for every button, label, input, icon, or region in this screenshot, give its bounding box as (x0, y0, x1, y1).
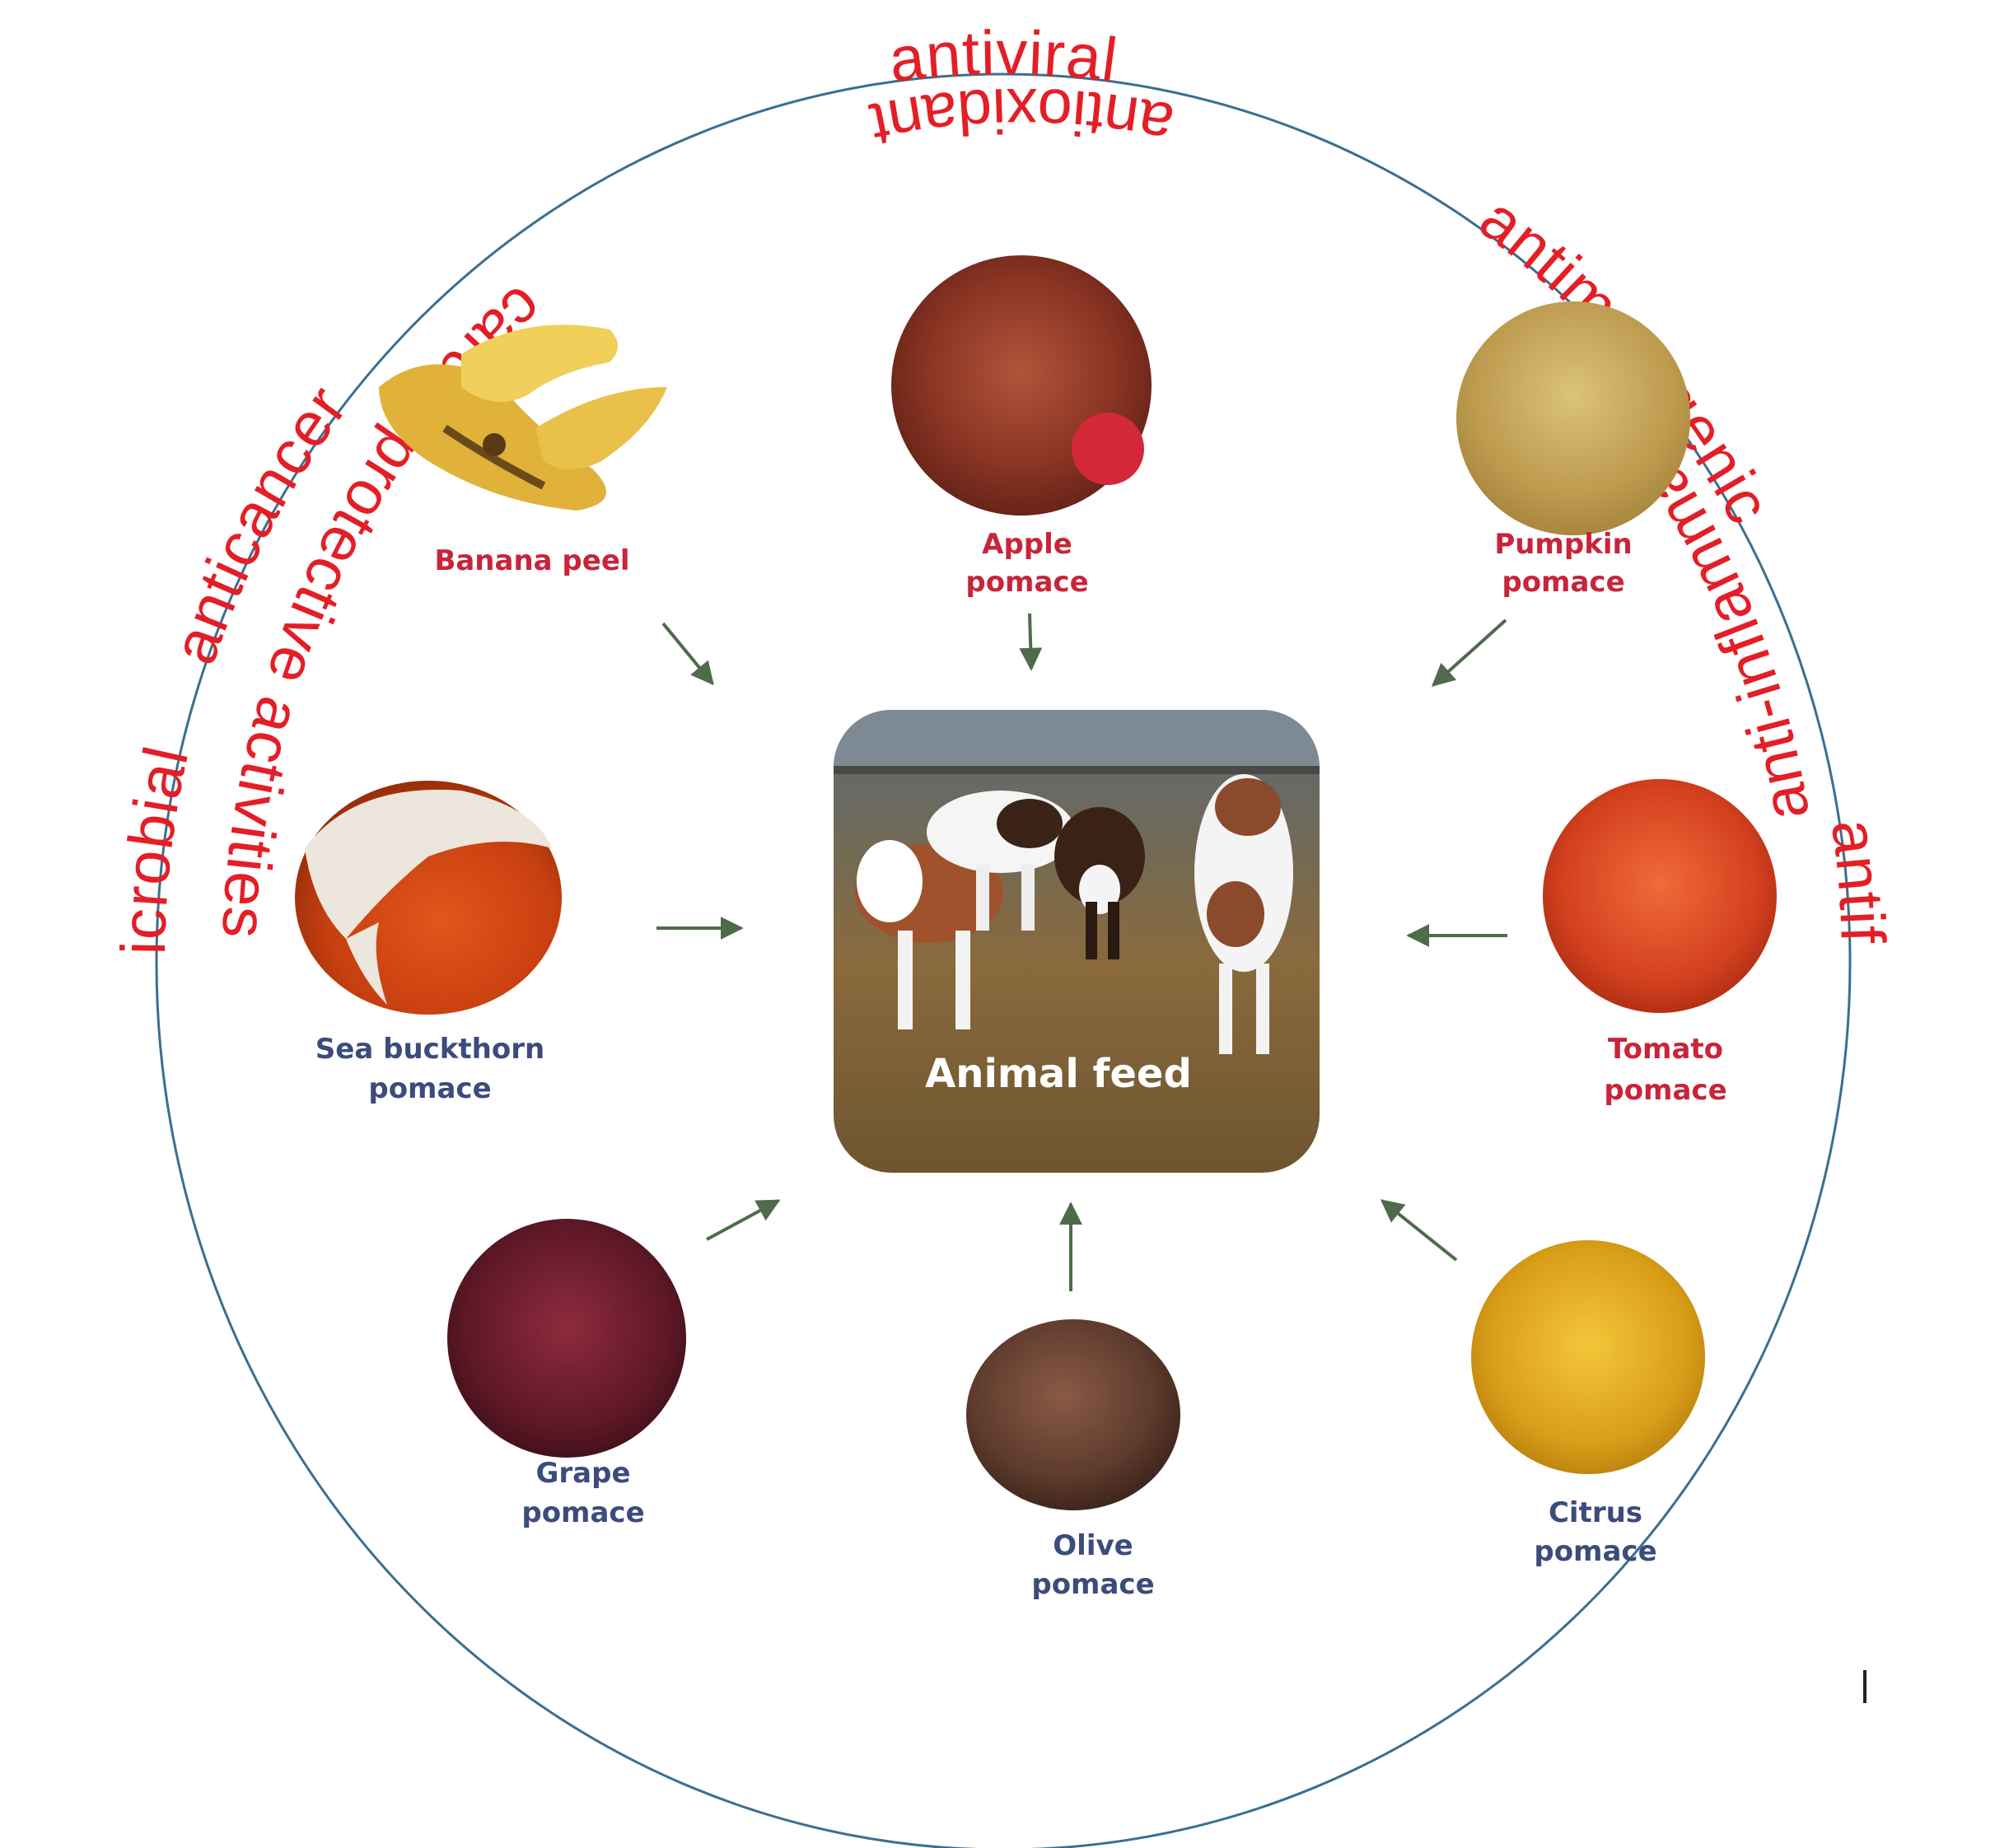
citrus-pomace-image (1471, 1240, 1705, 1474)
tomato-pomace-label-1: Tomato (1608, 1033, 1723, 1066)
arrow-banana (663, 623, 712, 684)
tomato-pomace-image (1543, 779, 1777, 1013)
olive-pomace-label-1: Olive (1053, 1529, 1133, 1562)
activity-antimicrobial: Antimicrobial (0, 0, 202, 955)
animal-feed-label: Animal feed (925, 1051, 1192, 1097)
animal-feed-photo: Animal feed (834, 710, 1320, 1173)
apple-pomace-label-1: Apple (982, 528, 1072, 561)
olive-pomace-image (966, 1319, 1180, 1510)
apple-fruit-icon (1072, 413, 1144, 485)
apple-pomace-label-2: pomace (965, 566, 1088, 599)
sea-buckthorn-label-2: pomace (368, 1072, 491, 1105)
sea-buckthorn-label-1: Sea buckthorn (315, 1033, 544, 1066)
sea-buckthorn-pomace-image (295, 781, 562, 1015)
separator-mark (1863, 1670, 1867, 1703)
pumpkin-pomace-image (1456, 301, 1690, 535)
pumpkin-pomace-label-1: Pumpkin (1494, 528, 1632, 561)
banana-peel-image (379, 324, 667, 511)
arrow-grape (707, 1201, 778, 1239)
citrus-pomace-label-1: Citrus (1549, 1496, 1642, 1529)
grape-pomace-label-1: Grape (535, 1457, 630, 1490)
arrow-pumpkin (1433, 620, 1506, 685)
activity-antioxidant: antioxidant (864, 75, 1179, 161)
banana-peel-label: Banana peel (434, 544, 629, 577)
arrow-citrus (1382, 1201, 1456, 1260)
arrow-apple (1030, 614, 1031, 669)
grape-pomace-label-2: pomace (521, 1496, 644, 1529)
citrus-pomace-label-2: pomace (1534, 1535, 1656, 1568)
grape-pomace-image (447, 1219, 686, 1458)
tomato-pomace-label-2: pomace (1604, 1074, 1726, 1107)
olive-pomace-label-2: pomace (1031, 1568, 1154, 1601)
pumpkin-pomace-label-2: pomace (1502, 566, 1624, 599)
